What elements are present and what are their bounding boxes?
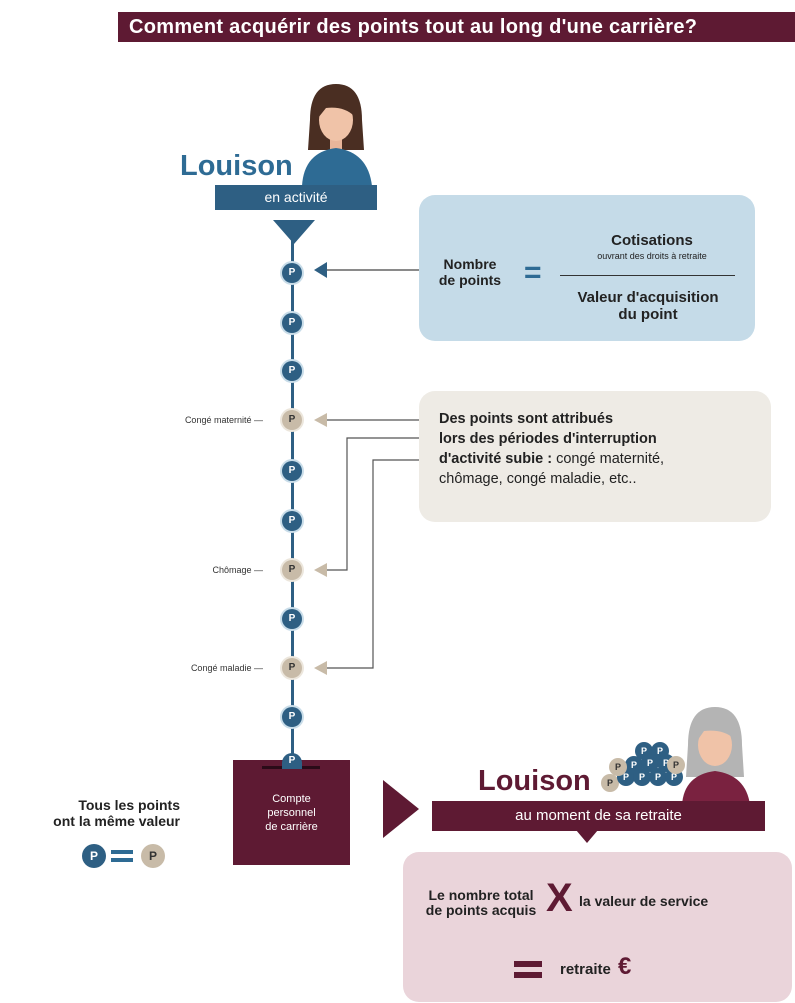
svg-text:P: P <box>623 772 629 782</box>
career-timeline <box>291 235 294 763</box>
equals-sign-bottom <box>111 858 133 862</box>
point-token: P <box>282 511 302 531</box>
point-token: P <box>282 461 302 481</box>
timeline-start-arrow <box>273 220 315 244</box>
status-retired-band: au moment de sa retraite <box>432 801 765 831</box>
person-name-active: Louison <box>180 150 293 182</box>
period-label-maternite: Congé maternité — <box>184 415 263 425</box>
point-token: P <box>282 361 302 381</box>
times-sign: X <box>546 876 573 920</box>
svg-text:P: P <box>663 758 669 768</box>
equals-sign-top <box>111 850 133 854</box>
point-token: P <box>282 707 302 727</box>
svg-text:P: P <box>647 758 653 768</box>
point-token-beige: P <box>141 844 165 868</box>
point-token-maladie: P <box>282 658 302 678</box>
interruption-box <box>419 391 771 522</box>
result-equals-bottom <box>514 972 542 978</box>
fraction-bar <box>560 275 735 276</box>
point-token: P <box>282 263 302 283</box>
flow-arrow-icon <box>383 780 419 838</box>
svg-text:P: P <box>607 778 613 788</box>
points-formula-box <box>419 195 755 341</box>
euro-icon: € <box>618 953 632 980</box>
svg-text:P: P <box>631 760 637 770</box>
svg-text:P: P <box>615 762 621 772</box>
svg-text:P: P <box>673 760 679 770</box>
status-active-band: en activité <box>215 185 377 210</box>
svg-text:P: P <box>641 746 647 756</box>
point-token: P <box>282 609 302 629</box>
result-equals-top <box>514 961 542 967</box>
formula-numerator: Cotisations <box>611 232 693 249</box>
period-label-chomage: Chômage — <box>212 565 263 575</box>
woman-active-icon <box>302 84 372 186</box>
page-title: Comment acquérir des points tout au long… <box>118 12 795 42</box>
interruption-text: Des points sont attribués lors des pério… <box>439 411 665 487</box>
formula-equals: = <box>524 256 542 289</box>
period-label-maladie: Congé maladie — <box>190 663 263 673</box>
svg-text:P: P <box>639 772 645 782</box>
valeur-service-text: la valeur de service <box>579 893 709 909</box>
band-pointer <box>576 830 598 843</box>
retraite-result-text: retraite <box>560 961 611 978</box>
person-name-retired: Louison <box>478 765 591 797</box>
point-token-chomage: P <box>282 560 302 580</box>
formula-numerator-note: ouvrant des droits à retraite <box>597 251 707 261</box>
point-token-entering: P <box>282 753 302 769</box>
svg-text:P: P <box>671 772 677 782</box>
point-token: P <box>282 313 302 333</box>
svg-text:P: P <box>657 746 663 756</box>
svg-text:P: P <box>655 772 661 782</box>
retraite-formula-box <box>403 852 792 1002</box>
compte-personnel-box: Compte personnel de carrière <box>233 760 350 865</box>
point-token-maternite: P <box>282 410 302 430</box>
point-token-blue: P <box>82 844 106 868</box>
retired-woman-with-points-icon: P P P P P P P P P P P P <box>601 707 750 805</box>
